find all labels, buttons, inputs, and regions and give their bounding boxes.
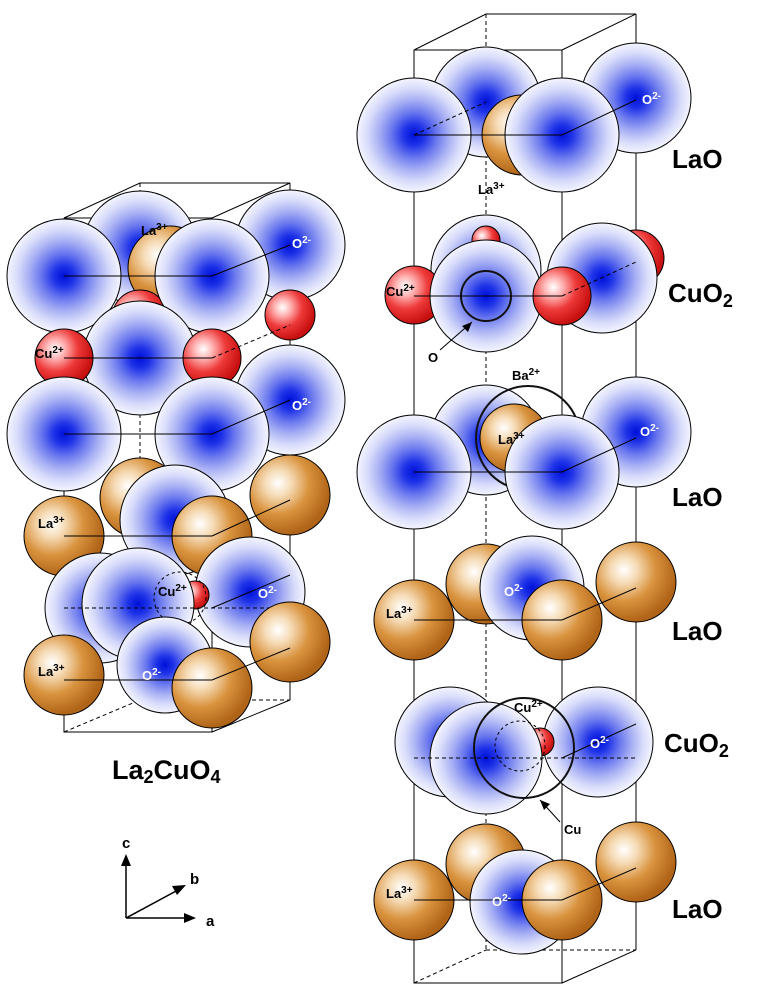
ion-label-la: La3+ — [386, 605, 413, 621]
axis-c-arrowhead — [121, 854, 131, 866]
o-site-arrowhead — [462, 322, 472, 332]
axis-b-arrowhead — [172, 885, 186, 895]
ion-label-o: O2- — [292, 397, 311, 413]
lanthanum-atom — [171, 647, 253, 729]
copper-atom — [264, 289, 316, 341]
axis-label-b: b — [190, 871, 199, 888]
ion-label-la: La3+ — [38, 515, 65, 531]
lanthanum-atom — [249, 454, 331, 536]
ion-label-la: La3+ — [141, 222, 168, 238]
ion-label-cu: Cu2+ — [514, 699, 543, 715]
ion-label-la: La3+ — [38, 663, 65, 679]
layer-label-lao: LaO — [672, 894, 723, 924]
ion-label-la: La3+ — [478, 181, 505, 197]
site-label-o: O — [428, 350, 438, 365]
ion-label-cu: Cu2+ — [386, 283, 415, 299]
ion-label-cu: Cu2+ — [35, 345, 64, 361]
axis-label-c: c — [122, 835, 130, 852]
ion-label-o: O2- — [258, 585, 277, 601]
ion-label-ba: Ba2+ — [512, 367, 540, 383]
lanthanum-atom — [23, 634, 105, 716]
la2cuo4-structure: La3+ O2- Cu2+ O2- La3+ Cu2+ O2- La3+ O2-… — [6, 182, 346, 787]
ion-label-o: O2- — [590, 735, 609, 751]
layer-label-cuo2: CuO2 — [668, 278, 733, 311]
ion-label-la: La3+ — [498, 431, 525, 447]
ion-label-la: La3+ — [386, 885, 413, 901]
ion-label-cu: Cu2+ — [158, 583, 187, 599]
copper-site-outline — [494, 720, 546, 772]
axis-b-line — [125, 889, 179, 919]
axis-label-a: a — [206, 913, 215, 930]
ion-label-o: O2- — [642, 91, 661, 107]
lanthanum-atom — [595, 821, 677, 903]
axis-a-arrowhead — [184, 913, 196, 923]
layer-label-cuo2: CuO2 — [664, 728, 729, 761]
ion-label-o: O2- — [292, 235, 311, 251]
layer-label-lao: LaO — [672, 144, 723, 174]
lanthanum-atom — [595, 541, 677, 623]
axis-triad: c b a — [121, 835, 215, 930]
copper-site-outline — [153, 571, 207, 625]
layer-label-lao: LaO — [672, 482, 723, 512]
layer-label-lao: LaO — [672, 616, 723, 646]
ion-label-o: O2- — [492, 893, 511, 909]
cu-site-arrowhead — [540, 800, 550, 810]
ion-label-o: O2- — [504, 583, 523, 599]
site-label-cu: Cu — [564, 822, 581, 837]
copper-site-ring — [473, 697, 575, 799]
lanthanum-atom — [249, 601, 331, 683]
layered-structure: O Cu — [356, 13, 733, 984]
formula-la2cuo4: La2CuO4 — [112, 755, 221, 787]
ion-label-o: O2- — [640, 423, 659, 439]
ion-label-o: O2- — [142, 667, 161, 683]
